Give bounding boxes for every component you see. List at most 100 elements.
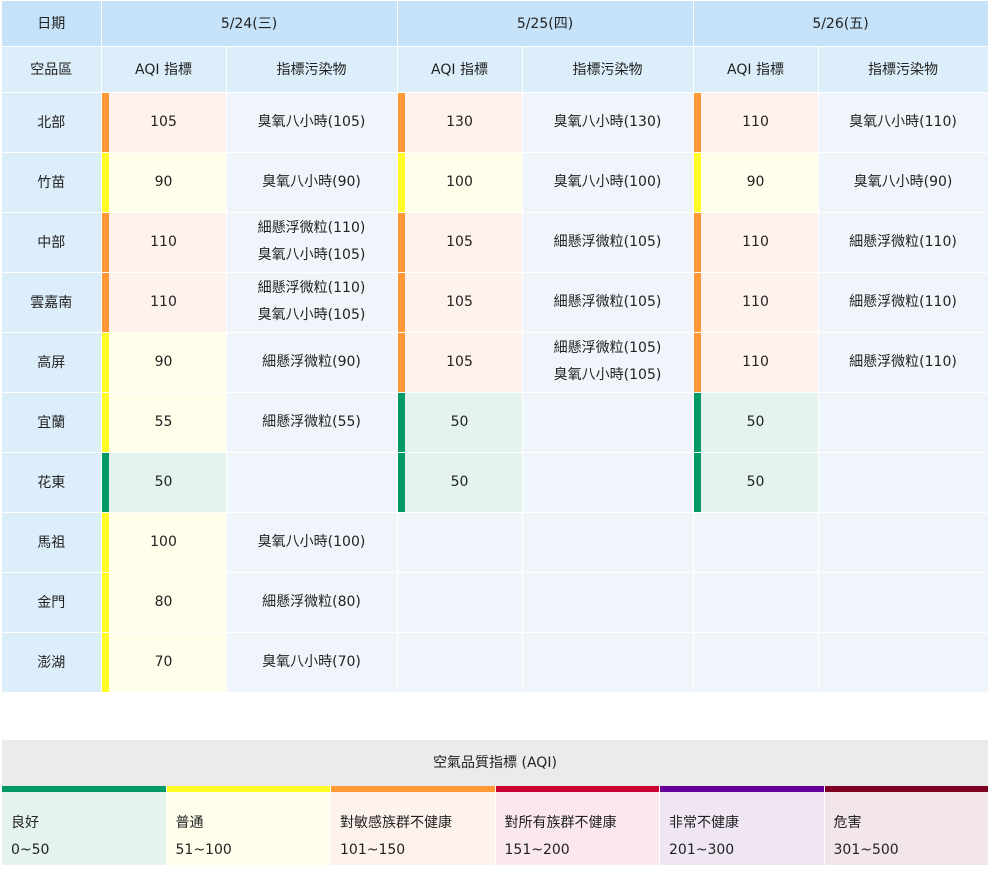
- aqi-value-cell: 105: [101, 92, 227, 153]
- region-cell: 雲嘉南: [2, 272, 102, 333]
- aqi-value-cell: 110: [693, 332, 819, 393]
- legend-range: 51~100: [175, 842, 232, 858]
- aqi-value-cell: 105: [397, 332, 523, 393]
- pollutant-line: 臭氧八小時(90): [262, 173, 361, 190]
- legend-item-moderate: 普通 51~100: [166, 786, 330, 865]
- pollutant-cell: 細懸浮微粒(110)臭氧八小時(105): [226, 212, 398, 273]
- pollutant-label-2: 指標污染物: [522, 46, 694, 93]
- pollutant-cell: 細懸浮微粒(110): [818, 332, 989, 393]
- date-col-2: 5/25(四): [397, 1, 694, 47]
- empty-cell: [522, 512, 694, 573]
- aqi-legend: 空氣品質指標 (AQI) 良好 0~50 普通 51~100 對敏感族群不健康 101~1…: [2, 740, 988, 865]
- legend-label: 良好: [11, 815, 39, 831]
- pollutant-line: 細懸浮微粒(105): [553, 340, 662, 356]
- pollutant-cell: 臭氧八小時(70): [226, 632, 398, 693]
- aqi-value-cell: 50: [693, 392, 819, 453]
- legend-range: 0~50: [11, 842, 50, 858]
- aqi-value-cell: 50: [101, 452, 227, 513]
- empty-cell: [693, 572, 819, 633]
- aqi-value-cell: 90: [693, 152, 819, 213]
- pollutant-line: 細懸浮微粒(105): [553, 293, 662, 310]
- pollutant-cell: 臭氧八小時(110): [818, 92, 989, 153]
- pollutant-line: 細懸浮微粒(110): [849, 353, 957, 370]
- pollutant-line: 細懸浮微粒(110): [849, 233, 957, 250]
- pollutant-cell: [818, 392, 989, 453]
- legend-range: 201~300: [669, 842, 735, 858]
- region-cell: 馬祖: [2, 512, 102, 573]
- pollutant-cell: 臭氧八小時(90): [818, 152, 989, 213]
- pollutant-line: 臭氧八小時(130): [553, 113, 662, 130]
- region-cell: 中部: [2, 212, 102, 273]
- pollutant-cell: 細懸浮微粒(105): [522, 272, 694, 333]
- pollutant-line: 細懸浮微粒(110): [849, 293, 957, 310]
- region-cell: 花東: [2, 452, 102, 513]
- aqi-value-cell: 105: [397, 272, 523, 333]
- region-label: 空品區: [2, 46, 102, 93]
- aqi-value-cell: 110: [693, 272, 819, 333]
- legend-label: 對所有族群不健康: [504, 815, 617, 831]
- region-cell: 北部: [2, 92, 102, 153]
- pollutant-line: 臭氧八小時(100): [553, 173, 662, 190]
- pollutant-line: 臭氧八小時(70): [262, 653, 361, 670]
- aqi-value-cell: 50: [397, 452, 523, 513]
- aqi-value-cell: 130: [397, 92, 523, 153]
- pollutant-cell: 細懸浮微粒(110): [818, 272, 989, 333]
- pollutant-line: 臭氧八小時(105): [553, 367, 662, 383]
- pollutant-cell: [818, 452, 989, 513]
- pollutant-cell: 細懸浮微粒(55): [226, 392, 398, 453]
- region-cell: 高屏: [2, 332, 102, 393]
- pollutant-cell: 臭氧八小時(90): [226, 152, 398, 213]
- pollutant-cell: 臭氧八小時(100): [522, 152, 694, 213]
- empty-cell: [397, 572, 523, 633]
- region-cell: 澎湖: [2, 632, 102, 693]
- aqi-forecast-table: 日期 5/24(三) 5/25(四) 5/26(五) 空品區 AQI 指標 指標…: [2, 1, 989, 693]
- pollutant-cell: 細懸浮微粒(105) 臭氧八小時(105): [522, 332, 694, 393]
- region-cell: 竹苗: [2, 152, 102, 213]
- aqi-label-3: AQI 指標: [693, 46, 819, 93]
- aqi-value-cell: 100: [101, 512, 227, 573]
- pollutant-cell: [522, 452, 694, 513]
- pollutant-cell: [522, 392, 694, 453]
- aqi-value-cell: 80: [101, 572, 227, 633]
- pollutant-cell: 細懸浮微粒(80): [226, 572, 398, 633]
- pollutant-label-3: 指標污染物: [818, 46, 989, 93]
- pollutant-label-1: 指標污染物: [226, 46, 398, 93]
- empty-cell: [693, 632, 819, 693]
- date-col-3: 5/26(五): [693, 1, 989, 47]
- pollutant-cell: 臭氧八小時(105): [226, 92, 398, 153]
- pollutant-cell: 細懸浮微粒(105): [522, 212, 694, 273]
- legend-title: 空氣品質指標 (AQI): [2, 740, 988, 786]
- date-label: 日期: [2, 1, 102, 47]
- aqi-label-2: AQI 指標: [397, 46, 523, 93]
- pollutant-line: 細懸浮微粒(105): [553, 233, 662, 250]
- empty-cell: [693, 512, 819, 573]
- aqi-value-cell: 55: [101, 392, 227, 453]
- pollutant-line: 細懸浮微粒(55): [262, 413, 361, 430]
- legend-label: 普通: [175, 815, 204, 831]
- pollutant-line: 細懸浮微粒(80): [262, 593, 361, 610]
- aqi-value-cell: 90: [101, 152, 227, 213]
- legend-range: 301~500: [833, 842, 899, 858]
- legend-label: 危害: [833, 815, 862, 831]
- empty-cell: [522, 572, 694, 633]
- aqi-value-cell: 110: [101, 272, 227, 333]
- sub-header-row: 空品區 AQI 指標 指標污染物 AQI 指標 指標污染物 AQI 指標 指標污…: [2, 46, 989, 93]
- empty-cell: [522, 632, 694, 693]
- aqi-value-cell: 50: [693, 452, 819, 513]
- legend-range: 101~150: [340, 842, 406, 858]
- legend-label: 對敏感族群不健康: [340, 815, 452, 831]
- empty-cell: [397, 512, 523, 573]
